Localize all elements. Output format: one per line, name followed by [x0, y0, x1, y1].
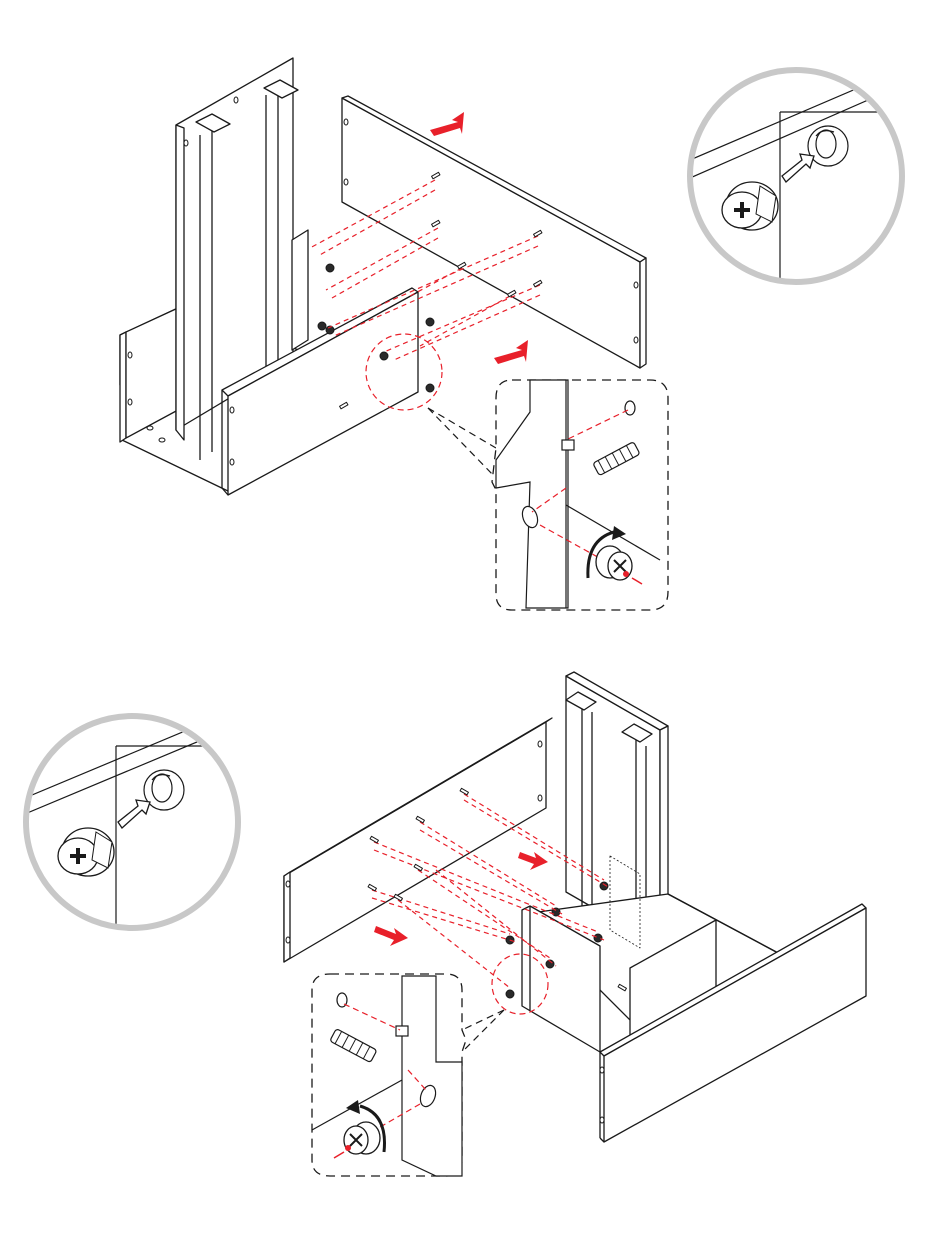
low-side-panel-face: [120, 332, 126, 442]
cam-lock-icon: [326, 264, 334, 272]
inner-back-panel: [292, 230, 308, 350]
cam-bolt-icon: [394, 894, 402, 901]
red-push-arrow-icon: [518, 852, 548, 870]
cam-bolt-detail-box: [492, 380, 668, 610]
red-push-arrow-icon: [374, 926, 408, 946]
cam-lock-detail-circle: [690, 70, 902, 290]
cam-lock-icon: [426, 384, 434, 392]
cam-lock-icon: [594, 934, 602, 942]
red-push-arrow-icon: [430, 112, 464, 136]
red-push-arrow-icon: [494, 340, 528, 364]
cam-lock-icon: [380, 352, 388, 360]
cam-lock-icon: [318, 322, 326, 330]
cam-bolt-detail-box: [312, 974, 466, 1176]
cam-lock-icon: [426, 318, 434, 326]
tall-side-panel-edge: [176, 125, 184, 440]
cam-lock-detail-circle: [20, 708, 240, 930]
back-panel-side: [640, 258, 646, 368]
cam-lock-icon: [506, 990, 514, 998]
